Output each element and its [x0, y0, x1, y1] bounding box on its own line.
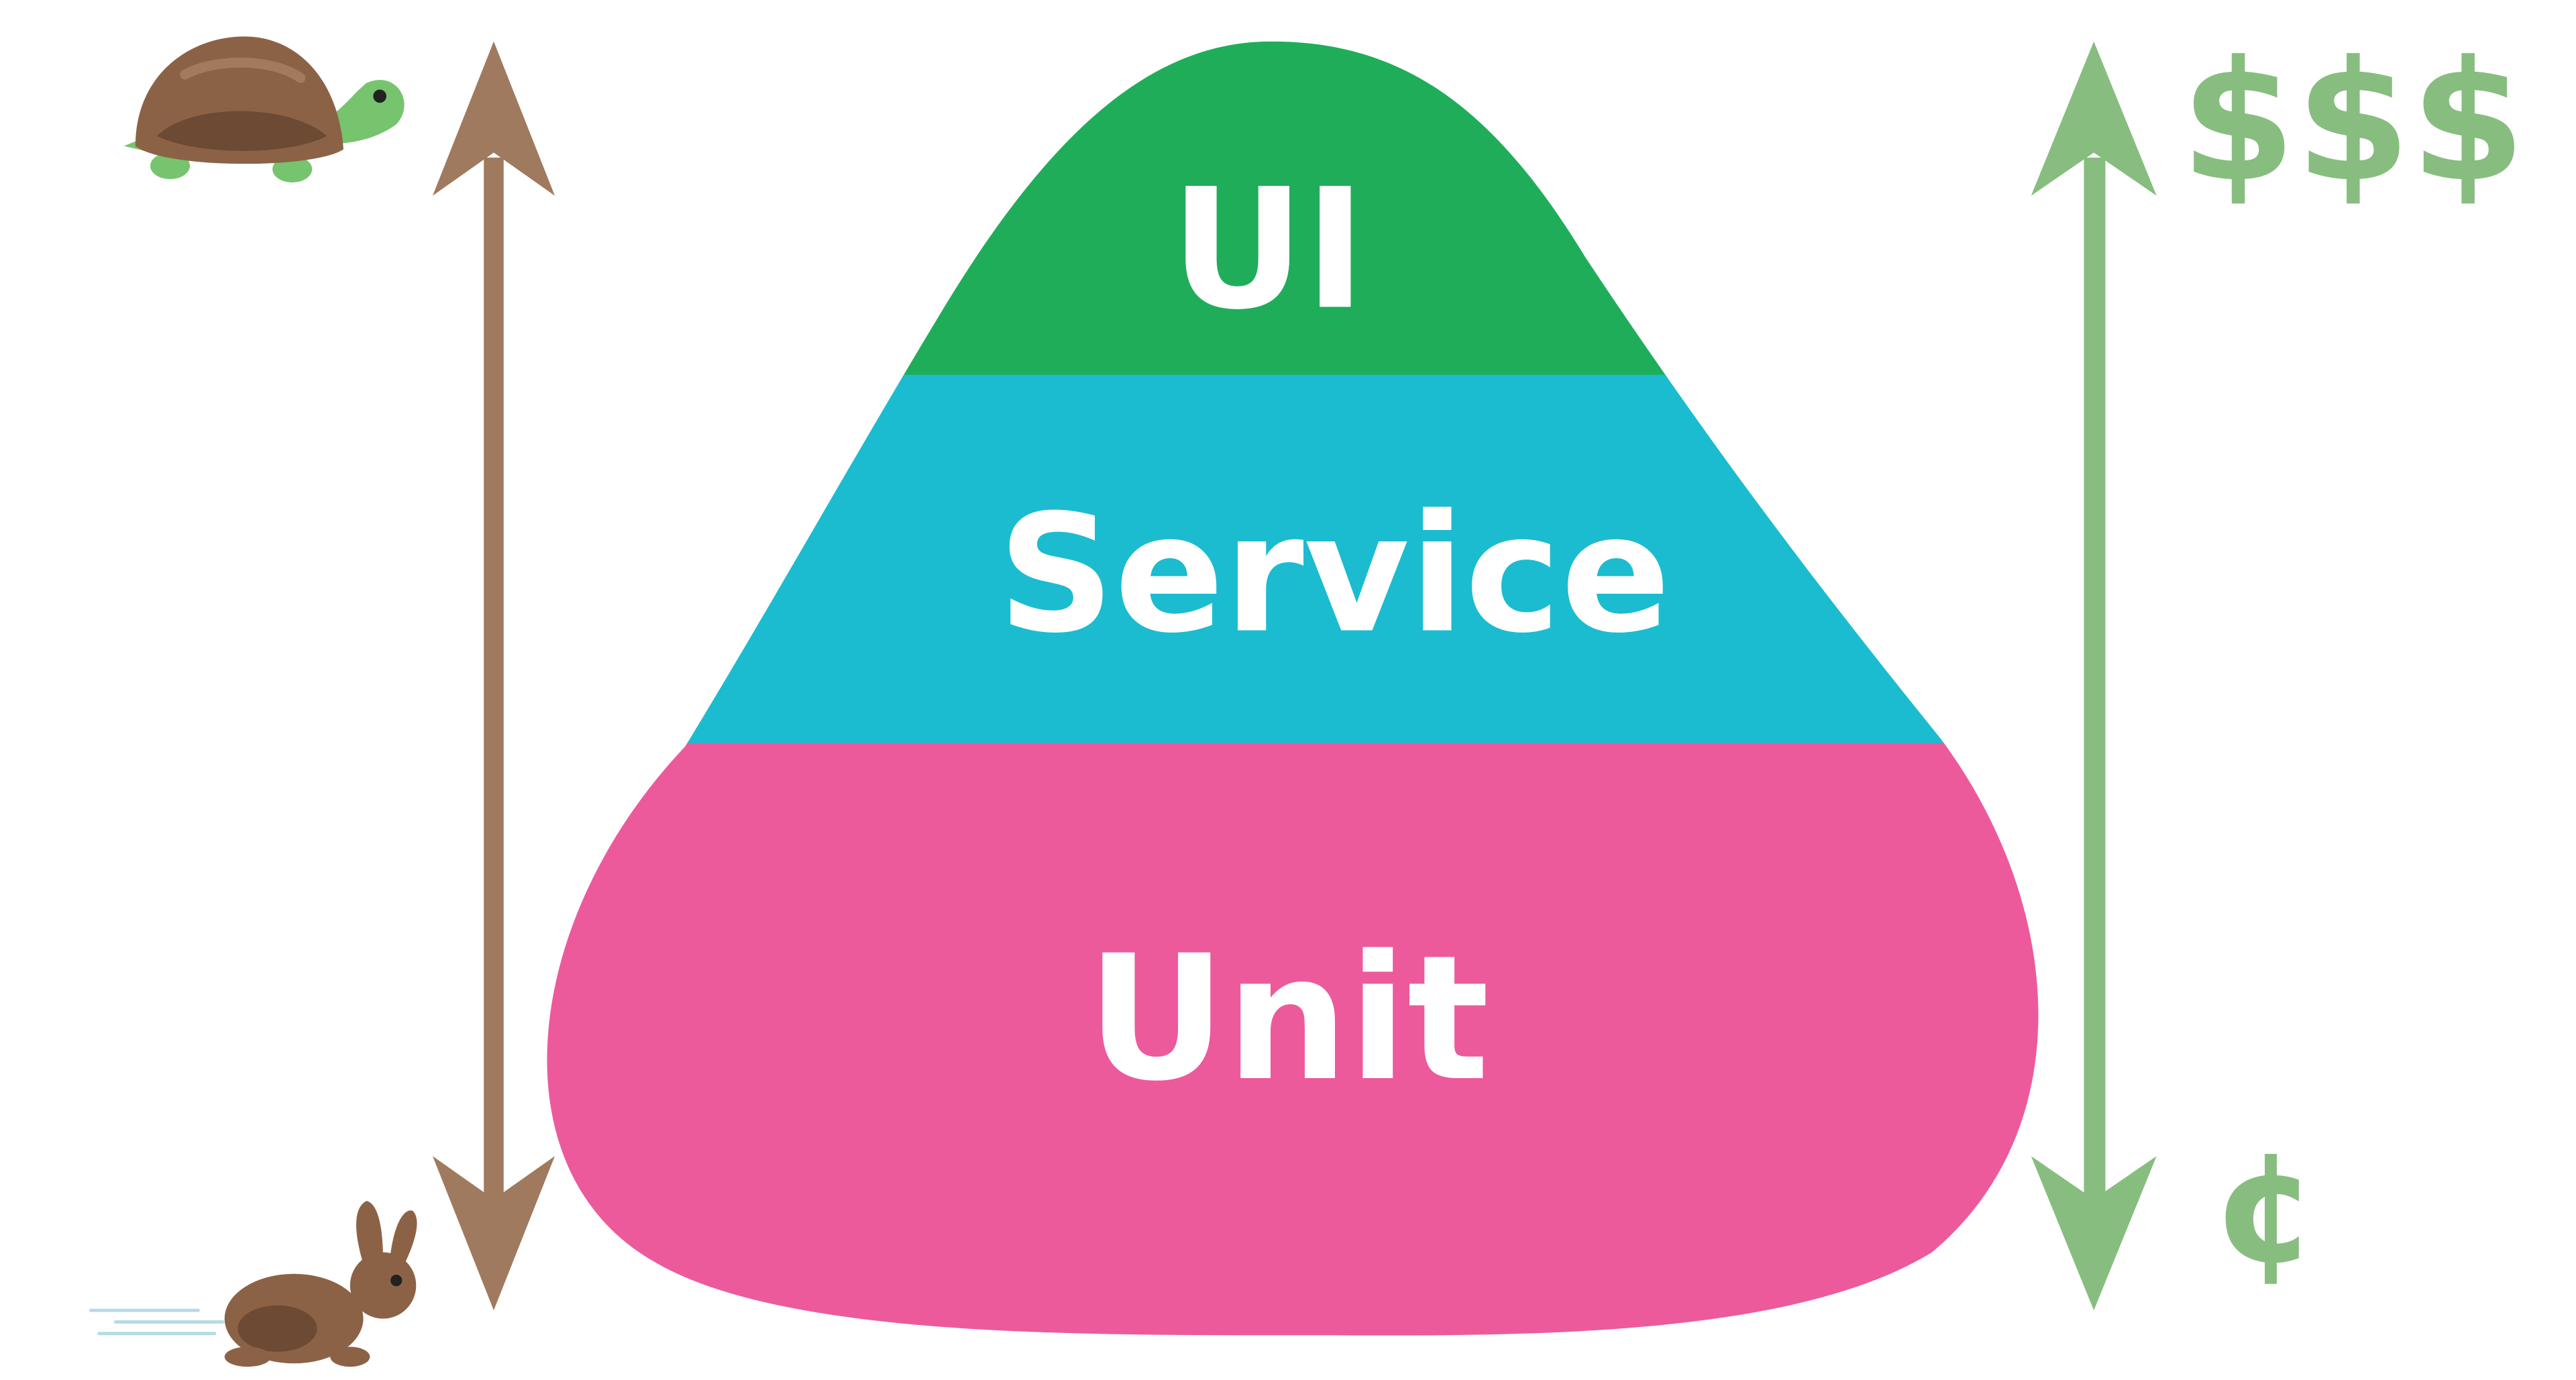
pyramid-label-unit: Unit	[1087, 918, 1489, 1120]
cost-axis-bottom-arrowhead	[2031, 1156, 2157, 1311]
cost-low-label: ¢	[2212, 1119, 2318, 1297]
cost-high-label: $$$	[2181, 26, 2526, 219]
rabbit-icon	[89, 1200, 417, 1367]
pyramid-layer-unit	[547, 743, 2039, 1336]
speed-axis-top-arrowhead	[432, 41, 555, 196]
speed-axis-arrow	[432, 41, 555, 1311]
cost-axis-arrow	[2031, 41, 2157, 1311]
turtle-icon	[123, 36, 405, 182]
cost-axis-top-arrowhead	[2031, 41, 2157, 196]
pyramid-label-service: Service	[998, 480, 1671, 670]
speed-axis-shaft	[484, 157, 504, 1203]
pyramid-label-ui: UI	[1171, 154, 1366, 347]
speed-axis-bottom-arrowhead	[432, 1156, 555, 1311]
cost-axis-shaft	[2084, 157, 2106, 1203]
